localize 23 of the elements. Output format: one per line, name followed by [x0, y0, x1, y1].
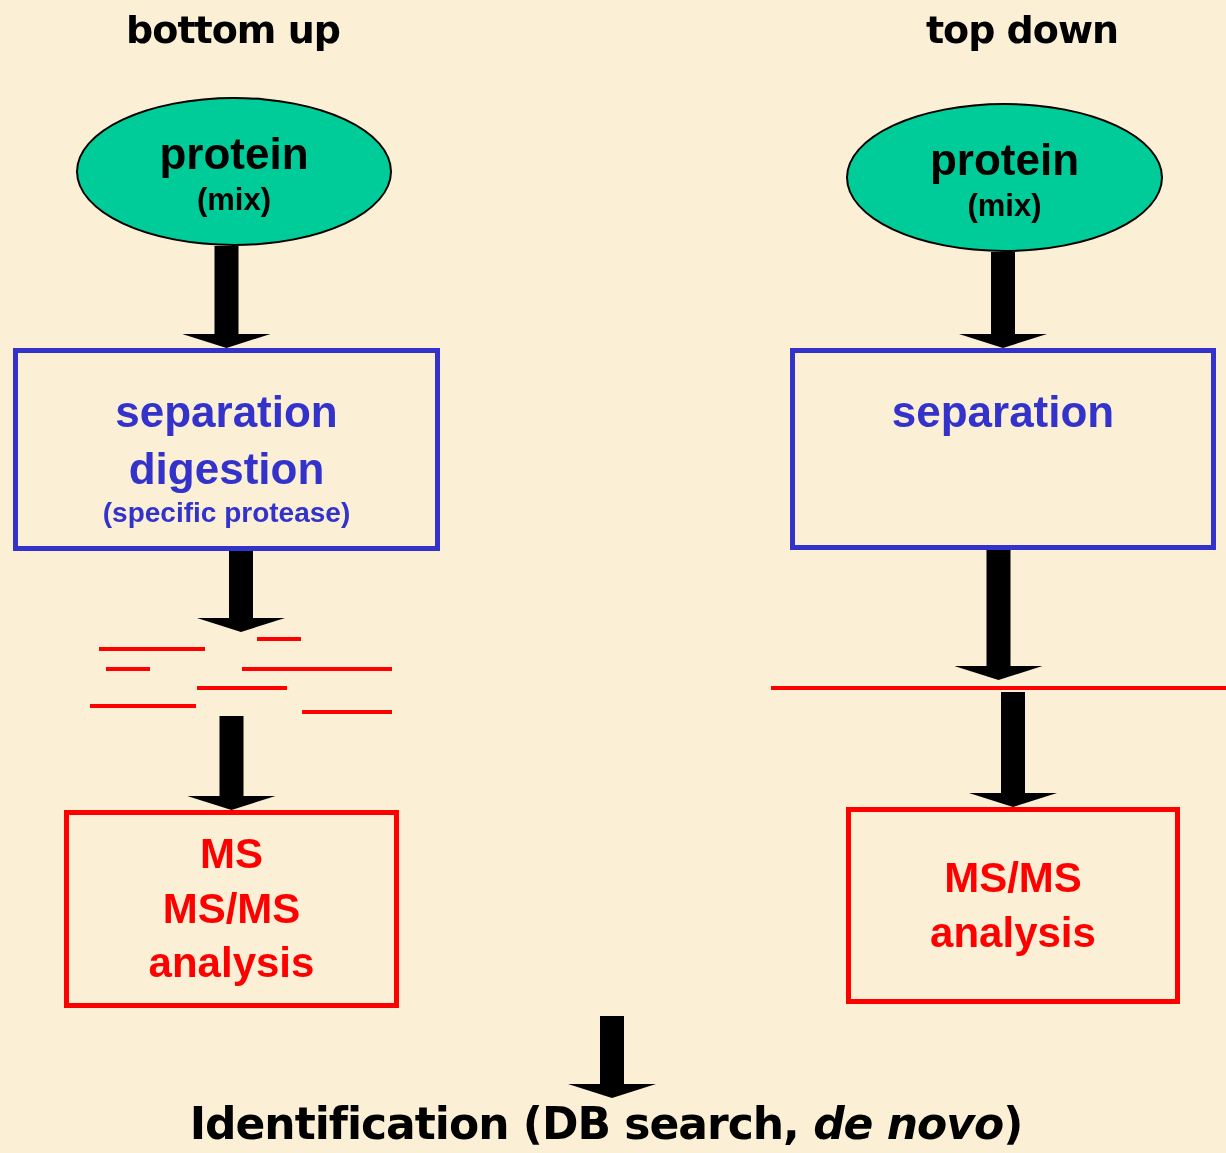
- node-note: (mix): [196, 182, 272, 219]
- node-title: MS/MS analysis: [929, 852, 1097, 958]
- column-heading: top down: [924, 8, 1120, 52]
- node-note: (mix): [967, 188, 1042, 225]
- block-arrow: [969, 692, 1057, 807]
- node-title: protein: [159, 127, 309, 180]
- node-title: protein: [929, 133, 1080, 186]
- process-box: [846, 807, 1180, 1004]
- block-arrow: [197, 551, 285, 632]
- node-title: separation digestion: [114, 386, 339, 496]
- block-arrow: [187, 716, 276, 810]
- result-text: Identification (DB search, de novo): [106, 1098, 1106, 1149]
- node-title: separation: [890, 386, 1116, 438]
- block-arrow: [182, 246, 271, 348]
- node-note: (specific protease): [102, 497, 351, 530]
- process-box: [13, 348, 440, 551]
- node-title: MS MS/MS analysis: [147, 829, 316, 989]
- block-arrow: [959, 252, 1047, 348]
- block-arrow: [568, 1016, 656, 1098]
- block-arrow: [954, 550, 1043, 680]
- process-box: [790, 348, 1216, 550]
- column-heading: bottom up: [125, 8, 341, 52]
- process-box: [64, 810, 399, 1008]
